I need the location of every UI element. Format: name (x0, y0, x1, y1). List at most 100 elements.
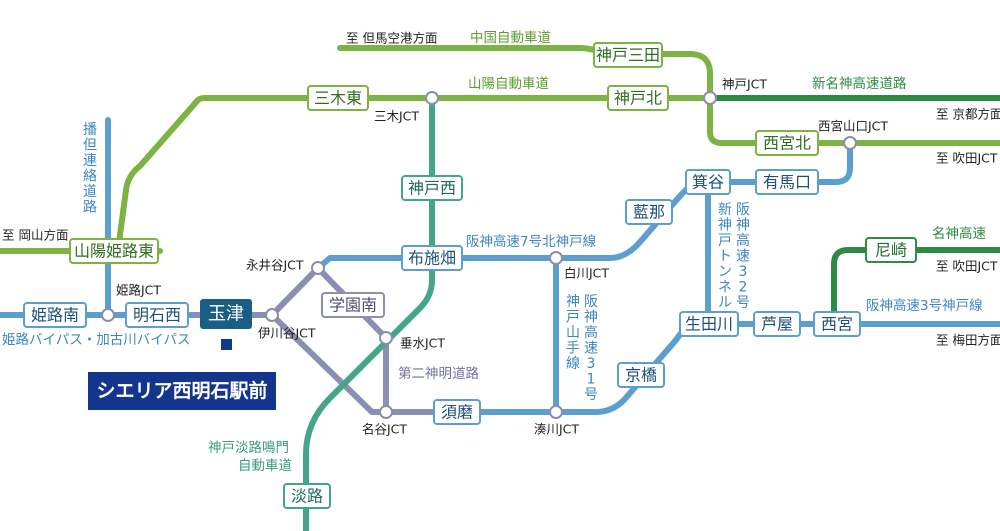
minatogawa-jct-dot (549, 405, 563, 419)
route-label-kobe-yamate: 神戸山手線 (566, 294, 580, 372)
tarumi-jct-dot (379, 331, 393, 345)
kobe-awaji-naruto-line (303, 95, 435, 531)
svg-text:山陽姫路東: 山陽姫路東 (74, 242, 154, 261)
junction-labels: 神戸JCT 三木JCT 西宮山口JCT 永井谷JCT 白川JCT 姫路JCT 伊… (116, 77, 888, 437)
route-label-shinkobe-tunnel: 新神戸トンネル (718, 202, 732, 311)
station-arima: 有馬口 (755, 169, 819, 195)
route-label-meishin: 名神高速 (932, 225, 986, 242)
route-label-awaji-2: 自動車道 (238, 458, 292, 474)
svg-text:淡路: 淡路 (291, 487, 323, 506)
svg-text:生田川: 生田川 (685, 315, 733, 334)
miki-jct-dot (425, 91, 439, 105)
route-label-chugoku: 中国自動車道 (470, 30, 551, 46)
label-nadani-jct: 名谷JCT (362, 422, 407, 437)
nishinomiya-yamaguchi-jct-dot (843, 136, 857, 150)
station-kobe-kita: 神戸北 (607, 85, 669, 111)
route-label-himeji-bypass: 姫路バイパス・加古川バイパス (2, 332, 190, 348)
station-aina: 藍那 (625, 199, 673, 225)
route-label-shinkobe-tunnel-text: 新神戸トンネル (718, 202, 732, 311)
svg-text:京橋: 京橋 (625, 366, 657, 385)
svg-text:神戸三田: 神戸三田 (596, 46, 660, 65)
station-kyobashi: 京橋 (617, 362, 665, 388)
property-marker: シエリア西明石駅前 (88, 339, 276, 410)
label-himeji-jct: 姫路JCT (116, 283, 161, 298)
svg-text:学園南: 学園南 (329, 296, 377, 315)
station-himeji-minami: 姫路南 (23, 302, 87, 328)
svg-text:尼崎: 尼崎 (875, 241, 907, 260)
station-nishinomiya: 西宮 (813, 311, 861, 337)
svg-text:箕谷: 箕谷 (692, 173, 724, 192)
svg-text:布施畑: 布施畑 (408, 249, 456, 268)
svg-text:玉津: 玉津 (208, 304, 244, 325)
station-boxes: 神戸三田 三木東 神戸北 西宮北 箕谷 有馬口 藍那 神戸西 (23, 42, 917, 509)
junction-dots (101, 91, 857, 419)
label-nishinomiya-yamaguchi-jct: 西宮山口JCT (818, 119, 888, 134)
svg-text:藍那: 藍那 (633, 203, 665, 222)
route-label-kobe-yamate-text: 神戸山手線 (566, 294, 580, 372)
station-suma: 須磨 (433, 399, 481, 425)
station-kobe-nishi: 神戸西 (401, 175, 463, 201)
station-kobe-sanda: 神戸三田 (593, 42, 663, 68)
route-label-bantan: 播但連絡道路 (83, 122, 97, 216)
property-pin (221, 339, 232, 350)
property-name: シエリア西明石駅前 (96, 379, 267, 402)
kobe-jct-dot (703, 91, 717, 105)
route-label-hanshin7: 阪神高速7号北神戸線 (466, 233, 597, 250)
route-label-shinmeishin: 新名神高速道路 (812, 75, 907, 92)
svg-text:姫路南: 姫路南 (31, 306, 79, 325)
dest-kyoto: 至 京都方面 (936, 107, 1000, 122)
dest-suita-2: 至 吹田JCT (936, 259, 998, 274)
route-labels: 中国自動車道 山陽自動車道 新名神高速道路 阪神高速7号北神戸線 第二神明道路 … (2, 30, 986, 474)
route-label-bantan-text: 播但連絡道路 (83, 122, 97, 216)
route-label-sanyo: 山陽自動車道 (468, 76, 549, 92)
label-kobe-jct: 神戸JCT (722, 77, 767, 92)
dest-suita-1: 至 吹田JCT (936, 151, 998, 166)
svg-text:西宮: 西宮 (821, 315, 853, 334)
ikawadani-jct-dot (265, 308, 279, 322)
sanyo-expressway-line (115, 95, 713, 253)
station-ashiya: 芦屋 (753, 311, 801, 337)
svg-text:神戸北: 神戸北 (614, 89, 662, 108)
svg-text:三木東: 三木東 (314, 89, 362, 108)
station-amagasaki: 尼崎 (865, 237, 917, 263)
station-fusehata: 布施畑 (401, 245, 463, 271)
station-miki-higashi: 三木東 (307, 85, 369, 111)
route-label-hanshin3: 阪神高速3号神戸線 (866, 297, 983, 314)
svg-text:神戸西: 神戸西 (408, 179, 456, 198)
label-nagaidani-jct: 永井谷JCT (246, 258, 304, 273)
station-awaji: 淡路 (283, 483, 331, 509)
svg-text:有馬口: 有馬口 (763, 173, 811, 192)
label-minatogawa-jct: 湊川JCT (534, 422, 579, 437)
property-label-box (88, 372, 276, 410)
label-ikawadani-jct: 伊川谷JCT (258, 326, 316, 341)
station-ikutagawa: 生田川 (679, 311, 739, 337)
station-minoo: 箕谷 (685, 169, 731, 195)
dest-okayama: 至 岡山方面 (2, 228, 68, 243)
himeji-jct-dot (101, 308, 115, 322)
station-nishinomiya-kita: 西宮北 (755, 130, 819, 156)
nagaidani-jct-dot (311, 261, 325, 275)
destination-labels: 至 但馬空港方面 至 京都方面 至 吹田JCT 至 岡山方面 至 吹田JCT 至… (2, 31, 1000, 348)
label-shirakawa-jct: 白川JCT (564, 266, 609, 281)
station-gakuen-minami: 学園南 (321, 292, 385, 318)
dest-tajima: 至 但馬空港方面 (346, 31, 437, 46)
route-label-daini-shinmei: 第二神明道路 (398, 365, 479, 382)
route-label-awaji-1: 神戸淡路鳴門 (208, 440, 289, 456)
svg-text:芦屋: 芦屋 (761, 315, 793, 334)
label-tarumi-jct: 垂水JCT (400, 336, 445, 351)
svg-text:須磨: 須磨 (441, 403, 473, 422)
station-tamatsu: 玉津 (200, 299, 252, 329)
label-miki-jct: 三木JCT (374, 109, 419, 124)
dest-umeda: 至 梅田方面 (936, 333, 1000, 348)
station-akashi-nishi: 明石西 (125, 302, 189, 328)
svg-text:明石西: 明石西 (133, 306, 181, 325)
sanyo-east-line (707, 97, 1000, 146)
shirakawa-jct-dot (549, 251, 563, 265)
station-sanyo-himeji-higashi: 山陽姫路東 (69, 238, 159, 264)
nadani-jct-dot (379, 405, 393, 419)
meishin-line (831, 247, 1000, 325)
